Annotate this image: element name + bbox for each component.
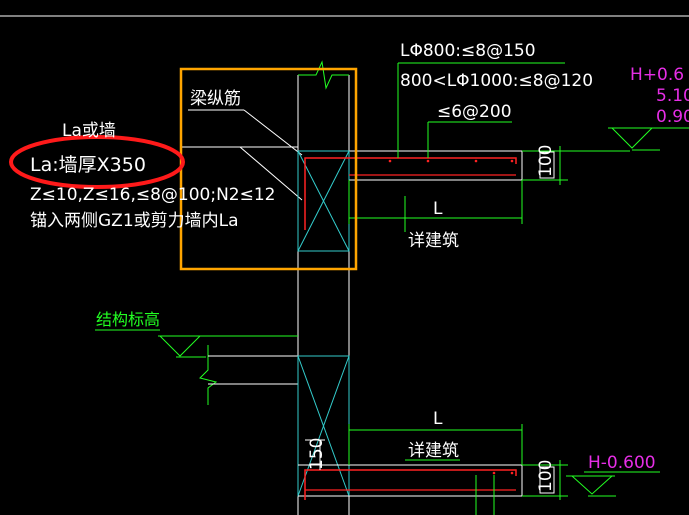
la-note-highlighted: La:墙厚X350 bbox=[30, 154, 146, 176]
dim100-bottom-box bbox=[539, 466, 555, 494]
detail-bottom: 详建筑 bbox=[408, 441, 459, 461]
rebar-dot bbox=[492, 471, 496, 475]
annotation-red-ellipse bbox=[9, 135, 185, 189]
rebar-dot bbox=[426, 159, 430, 163]
elevation-top-value1: 5.10 bbox=[656, 86, 689, 106]
elevation-top-label: H+0.6 bbox=[630, 65, 684, 85]
beam-bar-leader-diag bbox=[243, 109, 303, 156]
rebar-dot bbox=[510, 159, 514, 163]
rebar-dot bbox=[510, 471, 514, 475]
dim-L-bottom: L bbox=[433, 409, 443, 429]
elevation-top-value2: 0.90 bbox=[656, 107, 689, 127]
beam-note-line2: 800<LΦ1000:≤8@120 bbox=[400, 71, 593, 91]
rebar-lower-top bbox=[304, 469, 517, 500]
struct-elev-label: 结构标高 bbox=[96, 310, 160, 329]
detail-top: 详建筑 bbox=[408, 231, 459, 251]
elevation-top-triangle bbox=[611, 127, 653, 149]
beam-note-line3: ≤6@200 bbox=[437, 102, 512, 122]
dim-L-top: L bbox=[433, 199, 443, 219]
la-diag-line bbox=[239, 146, 303, 201]
rebar-upper-top bbox=[304, 157, 517, 230]
la-note-title: La或墙 bbox=[62, 121, 116, 141]
lower-break-mark bbox=[199, 345, 218, 405]
rebar-dot bbox=[474, 159, 478, 163]
beam-bar-label: 梁纵筋 bbox=[190, 89, 241, 109]
la-note-line3: Z≤10,Z≤16,≤8@100;N2≤12 bbox=[30, 185, 276, 205]
beam-note-line1: LΦ800:≤8@150 bbox=[400, 41, 536, 61]
rebar-dot bbox=[388, 159, 392, 163]
dim-100-top: 100 bbox=[536, 145, 556, 177]
struct-elev-triangle bbox=[159, 335, 201, 357]
la-note-line4: 锚入两侧GZ1或剪力墙内La bbox=[30, 211, 239, 231]
column-break-mark bbox=[298, 60, 349, 90]
column-section-upper-x2 bbox=[297, 150, 350, 252]
elevation-bottom: H-0.600 bbox=[588, 453, 656, 473]
column-section-lower-x2 bbox=[297, 355, 350, 497]
dim-100-bottom: 100 bbox=[536, 460, 556, 492]
dim100-top-box bbox=[539, 151, 555, 179]
dim-150: 150 bbox=[307, 438, 327, 470]
elevation-bottom-triangle bbox=[571, 475, 613, 495]
